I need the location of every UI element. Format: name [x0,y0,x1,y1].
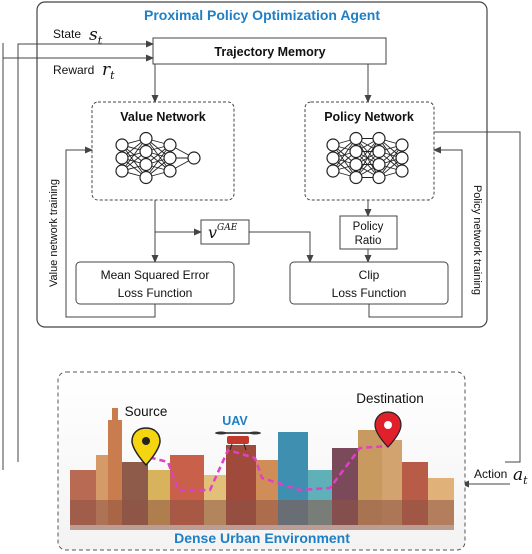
policy-ratio-line1: Policy [353,221,384,233]
nn-node [115,164,129,178]
nn-edge [378,144,403,178]
nn-node [349,131,363,146]
nn-node [349,157,363,172]
trajectory-memory-label: Trajectory Memory [214,45,325,59]
uav-label: UAV [222,414,248,428]
clip-loss-line1: Clip [359,268,380,282]
nn-node [326,138,340,152]
vgae-to-clip [249,231,314,263]
policy-ratio-line2: Ratio [355,235,382,247]
nn-node [349,144,363,159]
action-label: Action [474,467,507,481]
source-pin-icon [131,427,161,467]
nn-node [139,157,153,172]
nn-node [395,164,409,178]
nn-node [163,164,177,178]
nn-edge [332,138,357,172]
destination-pin-icon [374,411,402,448]
nn-node [372,144,386,159]
nn-edge [355,138,380,178]
value-training-loop [65,146,156,318]
vgae-symbol: vGAE [208,223,238,242]
clip-loss-line2: Loss Function [332,286,407,300]
nn-node [372,131,386,146]
nn-node [372,170,386,185]
city-skyline [70,408,454,530]
destination-label: Destination [356,391,424,406]
mse-loss-line2: Loss Function [118,286,193,300]
ppo-agent-title: Proximal Policy Optimization Agent [144,7,380,23]
reward-label: Reward [53,63,94,77]
environment-title: Dense Urban Environment [174,530,350,546]
nn-node [163,138,177,152]
uav-drone-icon [215,431,261,451]
state-line [17,40,154,462]
nn-node [115,138,129,152]
uav-flight-path [139,444,389,492]
vgae-box [200,219,250,245]
value-training-label: Value network training [48,179,60,287]
policy-ratio-box [339,215,398,250]
policy-to-action-line [434,131,521,463]
nn-edge [145,144,171,178]
nn-node [163,151,177,165]
value-network-graph [115,131,201,185]
nn-node [326,151,340,165]
nn-node [349,170,363,185]
policy-network-graph [326,131,409,185]
nn-node [139,170,153,185]
nn-node [372,157,386,172]
reward-symbol: rt [102,60,115,82]
state-symbol: st [89,25,103,47]
nn-node [115,151,129,165]
nn-node [395,138,409,152]
nn-node [139,131,153,146]
nn-node [395,151,409,165]
ppo-agent-box [36,1,488,328]
value-network-label: Value Network [120,110,205,124]
nn-node [187,151,201,165]
nn-edge [121,138,147,172]
policy-training-label: Policy network training [471,185,483,295]
nn-node [139,144,153,159]
nn-node [326,164,340,178]
policy-network-label: Policy Network [324,110,414,124]
action-symbol: at [513,465,528,487]
trajectory-memory-box [152,37,387,65]
source-label: Source [125,404,168,419]
mse-loss-line1: Mean Squared Error [101,268,210,282]
state-label: State [53,27,81,41]
policy-training-loop [368,146,463,318]
